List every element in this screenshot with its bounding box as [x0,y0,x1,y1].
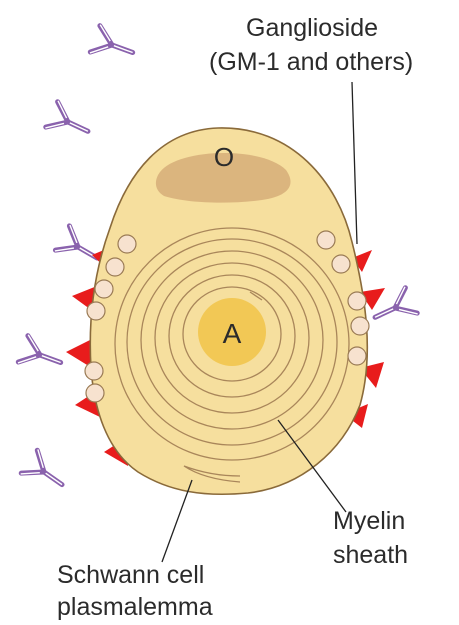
antibody-icon [90,25,138,67]
axon-label: A [223,318,242,349]
myelin-label-line2: sheath [333,541,408,569]
myelin-label-line1: Myelin [333,507,405,535]
ganglioside-label-line1: Ganglioside [246,14,378,42]
ganglioside-label-line2: (GM-1 and others) [209,48,413,76]
schwann-label-line1: Schwann cell [57,561,204,589]
oligodendrocyte-nucleus-label: O [214,142,234,172]
antibody-icon [21,449,71,497]
schwann-label-line2: plasmalemma [57,593,213,621]
antibody-icon [18,335,66,377]
antibody-icon [45,101,94,145]
antibody-icon [55,225,105,271]
